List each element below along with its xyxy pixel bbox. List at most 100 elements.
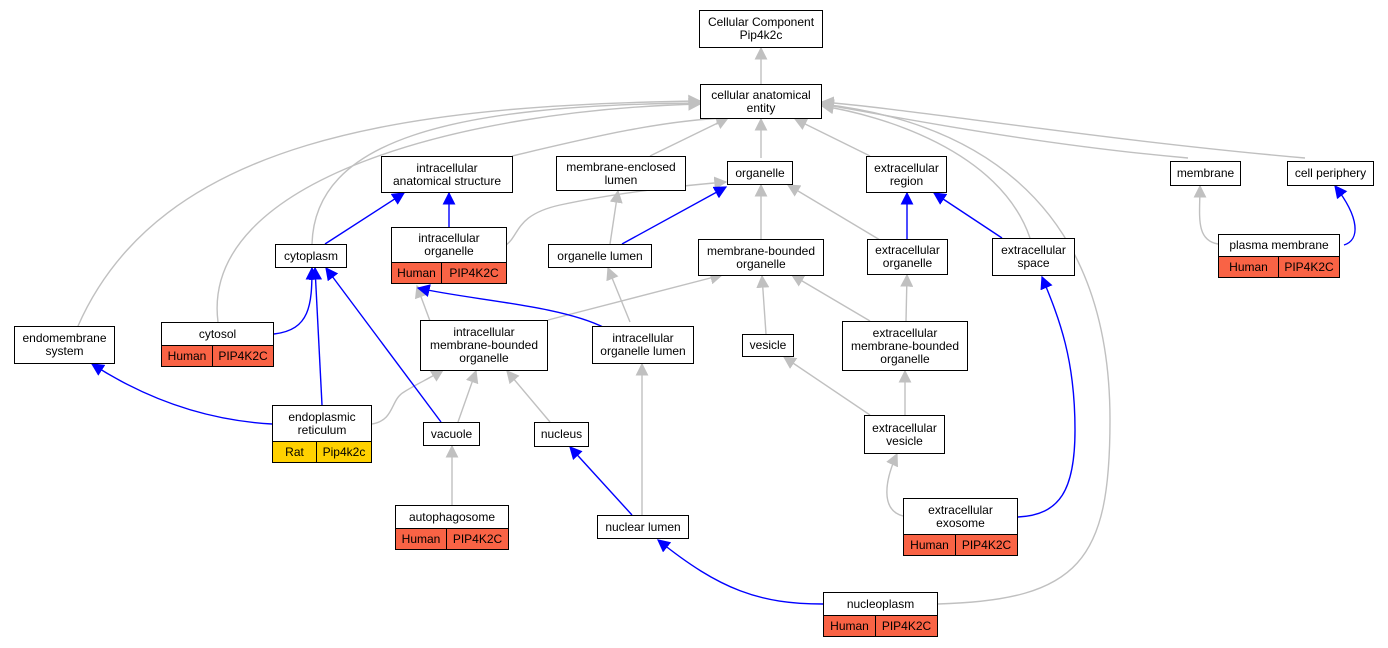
edge-embo-mbo — [790, 274, 871, 322]
node-label: intracellular organelle — [418, 231, 480, 258]
gene-cell[interactable]: PIP4K2C — [1278, 257, 1339, 277]
node-cytoplasm[interactable]: cytoplasm — [275, 244, 347, 268]
node-extracellular-vesicle[interactable]: extracellular vesicle — [864, 415, 945, 454]
edge-ias-cae — [511, 111, 730, 157]
species-cell: Human — [396, 529, 446, 549]
gene-cell[interactable]: PIP4K2C — [875, 616, 937, 636]
edge-nucleoplasm-cae — [820, 98, 1111, 605]
node-label: intracellular organelle lumen — [600, 331, 686, 358]
edge-imbo-intorg — [414, 284, 431, 322]
annotation-plasma-membrane: Human PIP4K2C — [1218, 257, 1340, 278]
node-label: cellular anatomical entity — [711, 87, 811, 115]
node-label: extracellular region — [874, 160, 939, 188]
node-nucleus[interactable]: nucleus — [534, 422, 589, 447]
node-label: intracellular membrane-bounded organelle — [429, 325, 539, 365]
node-autophagosome[interactable]: autophagosome — [395, 505, 509, 529]
edge-er-endomem — [90, 363, 273, 425]
node-intracellular-membrane-bounded-organelle[interactable]: intracellular membrane-bounded organelle — [420, 320, 548, 371]
node-label: nucleus — [540, 427, 583, 441]
species-cell: Human — [1219, 257, 1278, 277]
annotation-autophagosome: Human PIP4K2C — [395, 529, 509, 550]
edge-imbo-mbo — [547, 271, 724, 321]
node-extracellular-exosome[interactable]: extracellular exosome — [903, 498, 1018, 535]
node-membrane[interactable]: membrane — [1170, 161, 1241, 186]
node-label: membrane — [1176, 166, 1235, 180]
edge-endomem-cae — [77, 94, 702, 327]
gene-cell[interactable]: PIP4K2C — [955, 535, 1017, 555]
edge-er-cytoplasm — [309, 266, 323, 406]
node-label: organelle lumen — [557, 248, 643, 263]
edge-orglumen-mel — [609, 189, 623, 245]
edge-membrane-cae — [820, 99, 1189, 159]
node-label: vacuole — [430, 426, 473, 441]
node-endomembrane-system[interactable]: endomembrane system — [14, 326, 115, 364]
node-plasma-membrane[interactable]: plasma membrane — [1218, 234, 1340, 257]
node-nuclear-lumen[interactable]: nuclear lumen — [597, 515, 689, 539]
node-membrane-enclosed-lumen[interactable]: membrane-enclosed lumen — [556, 156, 686, 191]
gene-cell[interactable]: PIP4K2C — [212, 346, 273, 366]
edge-iol-intorg — [416, 284, 606, 329]
node-label: autophagosome — [408, 509, 496, 524]
node-nucleoplasm[interactable]: nucleoplasm — [823, 592, 938, 616]
node-endoplasmic-reticulum[interactable]: endoplasmic reticulum — [272, 405, 372, 442]
edge-exorg-organelle — [786, 184, 881, 241]
edge-exreg-cae — [793, 118, 871, 157]
node-extracellular-space[interactable]: extracellular space — [992, 238, 1075, 276]
annotation-cytosol: Human PIP4K2C — [161, 346, 274, 367]
edge-plasmamem-cellper — [1334, 184, 1356, 246]
edge-cytoplasm-cae — [311, 96, 702, 245]
edge-cytoplasm-ias — [324, 192, 406, 245]
edge-nucleoplasm-nuclumen — [656, 539, 824, 605]
annotation-nucleoplasm: Human PIP4K2C — [823, 616, 938, 637]
node-vesicle[interactable]: vesicle — [742, 334, 794, 357]
node-intracellular-anatomical-structure[interactable]: intracellular anatomical structure — [381, 156, 513, 193]
edge-iol-orglumen — [606, 266, 631, 323]
annotation-endoplasmic-reticulum: Rat Pip4k2c — [272, 442, 372, 463]
node-label: extracellular space — [1001, 243, 1066, 270]
node-cellular-component-root[interactable]: Cellular Component Pip4k2c — [699, 10, 823, 48]
node-extracellular-organelle[interactable]: extracellular organelle — [867, 239, 948, 275]
node-label: cell periphery — [1294, 166, 1367, 180]
node-label: plasma membrane — [1229, 238, 1329, 252]
node-label: endoplasmic reticulum — [288, 409, 356, 437]
node-organelle[interactable]: organelle — [727, 161, 793, 185]
edge-vacuole-cytoplasm — [325, 266, 442, 423]
edge-nucleus-imbo — [506, 370, 551, 423]
node-label: membrane-enclosed lumen — [566, 159, 676, 187]
node-label: Cellular Component Pip4k2c — [707, 15, 815, 42]
edge-vacuole-imbo — [457, 369, 479, 423]
node-extracellular-region[interactable]: extracellular region — [866, 156, 947, 193]
edge-vesicle-mbo — [756, 274, 770, 335]
node-label: endomembrane system — [22, 331, 107, 358]
species-cell: Human — [392, 263, 441, 283]
node-intracellular-organelle[interactable]: intracellular organelle — [391, 227, 507, 263]
node-cellular-anatomical-entity[interactable]: cellular anatomical entity — [700, 84, 822, 119]
edge-embo-exorg — [900, 273, 914, 322]
node-label: extracellular membrane-bounded organelle — [850, 325, 960, 366]
node-extracellular-membrane-bounded-organelle[interactable]: extracellular membrane-bounded organelle — [842, 321, 968, 371]
edge-er-imbo — [371, 369, 445, 425]
node-cytosol[interactable]: cytosol — [161, 322, 274, 346]
node-organelle-lumen[interactable]: organelle lumen — [548, 244, 652, 268]
node-label: cytoplasm — [283, 248, 339, 263]
edge-plasmamem-membrane — [1193, 184, 1219, 245]
annotation-extracellular-exosome: Human PIP4K2C — [903, 535, 1018, 556]
node-vacuole[interactable]: vacuole — [423, 422, 480, 446]
edge-exves-vesicle — [782, 356, 871, 416]
edge-exosome-exves — [886, 452, 904, 517]
edge-mel-cae — [649, 117, 730, 157]
node-label: extracellular organelle — [875, 243, 940, 270]
node-intracellular-organelle-lumen[interactable]: intracellular organelle lumen — [592, 326, 694, 364]
edge-exspace-exreg — [932, 192, 1003, 239]
gene-cell[interactable]: Pip4k2c — [316, 442, 371, 462]
node-cell-periphery[interactable]: cell periphery — [1287, 161, 1374, 186]
edge-exosome-exspace — [1017, 275, 1076, 518]
node-label: intracellular anatomical structure — [392, 160, 502, 188]
gene-cell[interactable]: PIP4K2C — [441, 263, 506, 283]
node-label: extracellular vesicle — [872, 420, 937, 448]
node-label: vesicle — [749, 338, 787, 352]
node-membrane-bounded-organelle[interactable]: membrane-bounded organelle — [698, 239, 824, 276]
gene-cell[interactable]: PIP4K2C — [446, 529, 508, 549]
species-cell: Human — [162, 346, 212, 366]
